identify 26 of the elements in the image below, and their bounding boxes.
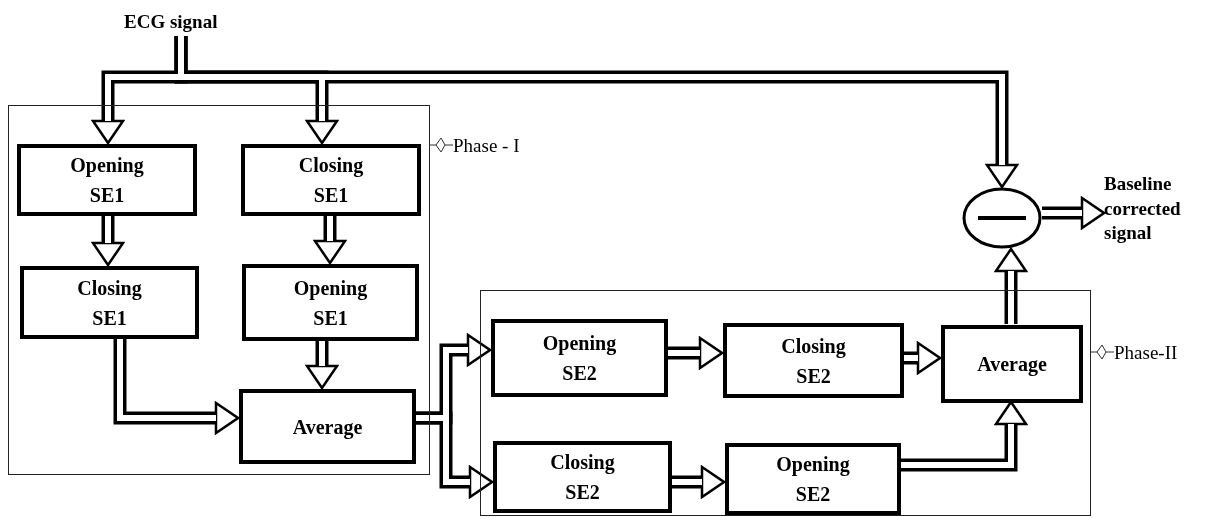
block-arrow xyxy=(667,336,724,370)
block-arrow xyxy=(1042,196,1106,230)
phase-label: Phase-II xyxy=(1114,343,1178,362)
process-box: Average xyxy=(941,325,1083,403)
process-box: Closing SE1 xyxy=(241,144,421,216)
block-arrow xyxy=(313,215,347,265)
block-arrow xyxy=(91,215,125,267)
process-box: Closing SE1 xyxy=(20,266,199,339)
subtractor-circle xyxy=(962,187,1042,249)
block-arrow xyxy=(113,338,240,435)
process-box: Opening SE1 xyxy=(242,264,419,341)
block-arrow xyxy=(305,340,339,390)
signal-label: ECG signal xyxy=(124,10,246,36)
block-arrow xyxy=(415,411,494,499)
block-arrow xyxy=(174,36,1019,189)
process-box: Closing SE2 xyxy=(723,323,904,398)
block-arrow xyxy=(671,465,726,499)
process-box: Opening SE2 xyxy=(725,443,901,515)
process-box: Average xyxy=(239,389,416,464)
process-box: Opening SE1 xyxy=(17,144,197,216)
phase-label: Phase - I xyxy=(453,136,520,155)
signal-label: Baseline corrected signal xyxy=(1104,172,1212,252)
process-box: Closing SE2 xyxy=(493,441,672,513)
block-arrow xyxy=(994,247,1028,324)
process-box: Opening SE2 xyxy=(491,319,668,397)
block-arrow xyxy=(903,341,942,375)
